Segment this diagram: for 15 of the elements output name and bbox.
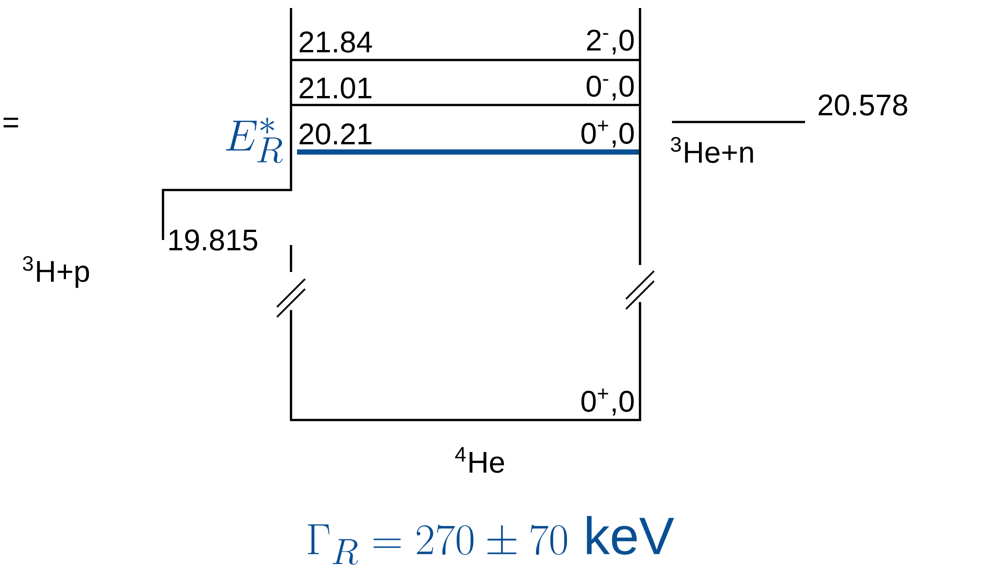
spin-parity-label: 2$^{-}$,0 [587, 30, 634, 54]
resonance-energy-symbol: $E_R^*$ [226, 118, 282, 164]
nucleus-label: $^{4}$He [455, 447, 504, 473]
equals-sign: = [4, 118, 18, 128]
threshold-energy: 20.578 [818, 94, 908, 116]
resonance-width-formula: $\Gamma_R = 270 \pm 70\ \mathrm{keV}$ [308, 516, 674, 565]
channel-label: $^{3}$He+n [670, 137, 753, 163]
spin-parity-label: 0$^{+}$,0 [581, 388, 634, 416]
threshold-energy: 19.815 [169, 229, 258, 251]
spin-parity-label: 0$^{+}$,0 [581, 120, 634, 148]
level-energy: 21.84 [300, 31, 372, 53]
spin-parity-label: 0$^{-}$,0 [586, 76, 634, 100]
channel-label: $^{3}$H+p [22, 256, 89, 288]
level-energy: 20.21 [300, 123, 372, 145]
level-energy: 21.01 [300, 77, 372, 99]
